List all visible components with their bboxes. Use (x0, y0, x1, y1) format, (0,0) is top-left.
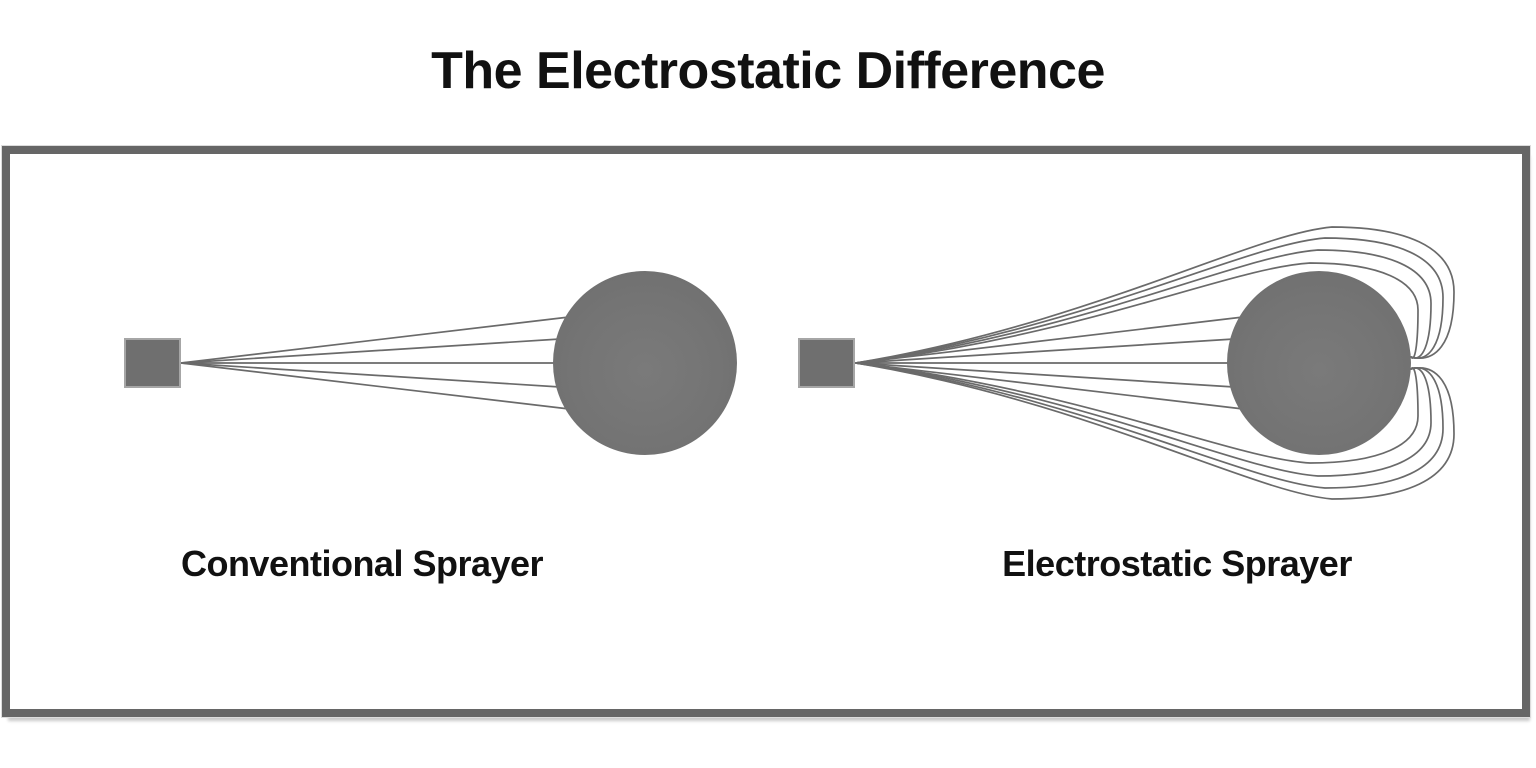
conventional-sprayer-label: Conventional Sprayer (180, 543, 544, 584)
field-line-top (855, 237, 1444, 364)
field-line-top (855, 262, 1419, 364)
spray-line (855, 338, 1236, 364)
target-sphere (553, 271, 737, 455)
spray-line (180, 362, 562, 388)
electrostatic-sprayer-label: Electrostatic Sprayer (1002, 543, 1352, 584)
field-line-bottom (855, 362, 1432, 477)
field-line-bottom (855, 362, 1455, 500)
field-line-bottom (855, 362, 1419, 464)
spray-line (180, 362, 571, 410)
spray-line (855, 362, 1236, 388)
electrostatic-sprayer-figure (798, 226, 1455, 500)
page-title: The Electrostatic Difference (431, 42, 1105, 100)
spray-nozzle (124, 338, 181, 388)
spray-line (180, 338, 562, 364)
conventional-sprayer-figure (124, 271, 737, 455)
target-sphere (1227, 271, 1411, 455)
spray-line (855, 316, 1245, 364)
field-line-top (855, 249, 1432, 364)
spray-line (180, 316, 571, 364)
spray-line (855, 362, 1245, 410)
spray-nozzle (798, 338, 855, 388)
field-line-top (855, 226, 1455, 364)
field-line-bottom (855, 362, 1444, 489)
